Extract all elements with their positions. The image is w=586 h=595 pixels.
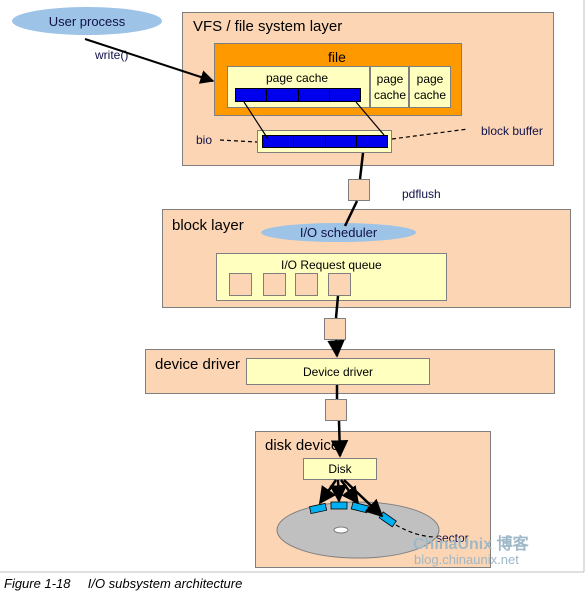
file-title: file — [328, 49, 346, 65]
device-driver-title: device driver — [155, 356, 241, 373]
buffer-block — [263, 136, 295, 147]
user-process-ellipse: User process — [12, 7, 162, 35]
page-cache-3 — [409, 66, 451, 108]
queue-request-item — [295, 273, 318, 296]
queue-request-item — [263, 273, 286, 296]
buffer-block — [357, 136, 387, 147]
page-block — [299, 89, 330, 101]
io-request-queue-label: I/O Request queue — [281, 258, 382, 272]
figure-number: Figure 1-18 — [4, 576, 71, 591]
page-cache-3-label: page cache — [413, 72, 447, 102]
vfs-layer-title: VFS / file system layer — [193, 18, 343, 35]
watermark-brand: ChinaUnix 博客 — [413, 536, 529, 553]
disk-label: Disk — [328, 462, 352, 476]
io-scheduler-ellipse: I/O scheduler — [261, 223, 416, 242]
device-driver-inner-label: Device driver — [302, 364, 374, 379]
page-cache-blocks — [235, 88, 361, 102]
bio-label: bio — [196, 133, 213, 147]
sector-label: sector — [436, 531, 469, 545]
watermark-url: blog.chinaunix.net — [414, 552, 519, 567]
buffer-block — [294, 136, 326, 147]
queue-request-item — [229, 273, 252, 296]
block-layer-title: block layer — [172, 217, 244, 234]
page-block — [330, 89, 360, 101]
page-block — [267, 89, 299, 101]
write-call-label: write() — [95, 48, 129, 62]
connector-vfs-block — [348, 179, 370, 201]
page-cache-2-label: page cache — [373, 72, 407, 102]
io-scheduler-label: I/O scheduler — [299, 225, 378, 240]
page-block — [236, 89, 268, 101]
block-buffer-blocks — [262, 135, 388, 148]
buffer-block — [326, 136, 357, 147]
page-cache-2 — [370, 66, 409, 108]
connector-driver-disk — [325, 399, 347, 421]
figure-caption: Figure 1-18 I/O subsystem architecture — [4, 576, 242, 591]
disk-box: Disk — [303, 458, 377, 480]
connector-block-driver — [324, 318, 346, 340]
block-buffer-label: block buffer — [481, 124, 543, 138]
user-process-label: User process — [48, 13, 126, 29]
page-cache-main-label: page cache — [266, 71, 329, 85]
figure-title: I/O subsystem architecture — [87, 576, 243, 591]
device-driver-inner-box: Device driver — [246, 358, 430, 385]
queue-request-item — [328, 273, 351, 296]
pdflush-label: pdflush — [402, 187, 441, 201]
disk-device-title: disk device — [265, 437, 340, 454]
